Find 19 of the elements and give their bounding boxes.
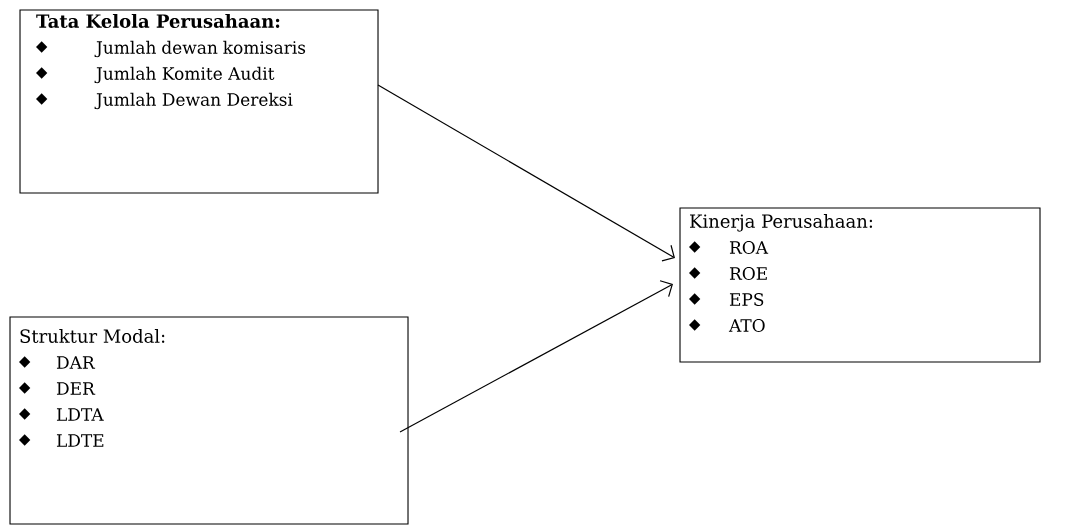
arrow xyxy=(377,84,675,262)
list-item: ATO xyxy=(728,319,765,332)
text-box xyxy=(19,9,379,194)
text-box xyxy=(679,207,1041,363)
list-item: Jumlah dewan komisaris xyxy=(94,40,306,58)
list-item: Jumlah Komite Audit xyxy=(94,66,275,84)
list-item: DER xyxy=(56,382,96,395)
arrow xyxy=(399,280,673,433)
heading-text: Tata Kelola Perusahaan: xyxy=(36,14,280,28)
heading-text: Kinerja Perusahaan: xyxy=(690,214,873,232)
list-item: EPS xyxy=(729,293,764,306)
list-item: ROA xyxy=(729,241,769,254)
list-item: LDTA xyxy=(56,408,104,421)
text-box xyxy=(9,316,409,525)
list-item: ROE xyxy=(729,267,767,280)
heading-text: Struktur Modal: xyxy=(20,329,165,343)
list-item: LDTE xyxy=(56,434,104,447)
list-item: DAR xyxy=(56,356,96,369)
list-item: Jumlah Dewan Dereksi xyxy=(94,92,293,110)
